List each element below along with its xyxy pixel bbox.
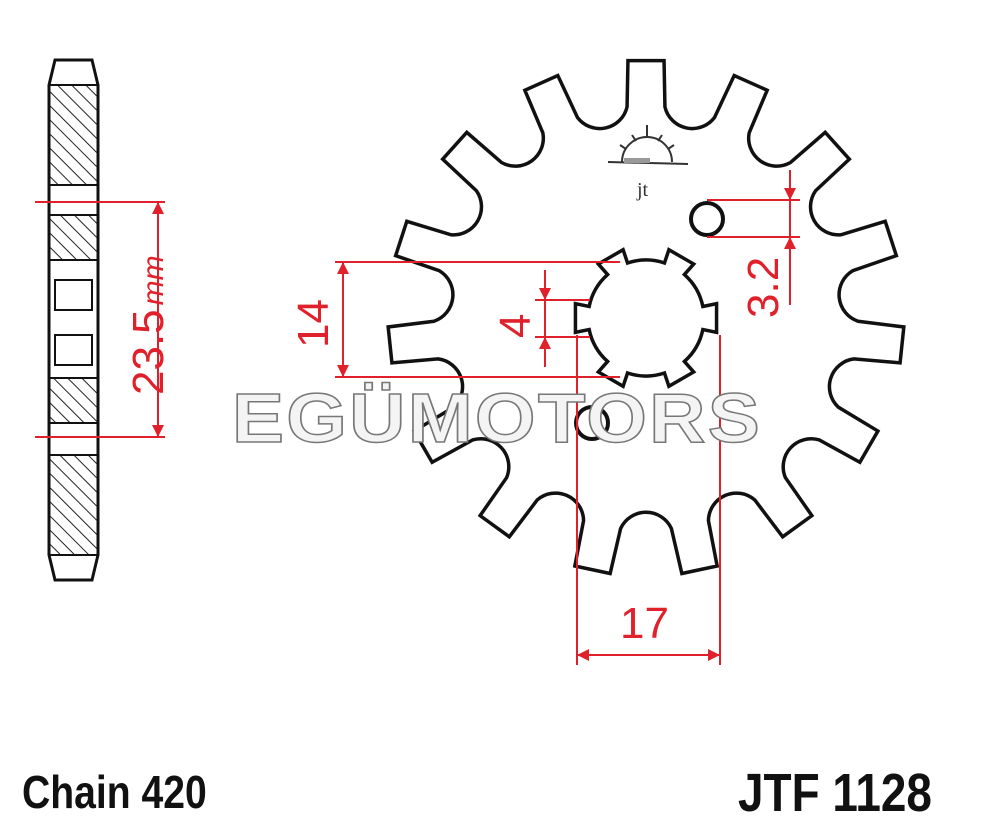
dim-spline-outer-label: 14 bbox=[289, 299, 338, 348]
spline-bore bbox=[573, 247, 719, 389]
dim-width-label: 17 bbox=[620, 599, 669, 648]
jt-logo: jt bbox=[607, 125, 689, 201]
dim-spline-inner-label: 4 bbox=[491, 314, 540, 338]
watermark: EGÜMOTORS bbox=[232, 379, 762, 457]
dim-pcd-label: 23.5mm bbox=[124, 255, 173, 395]
dimension-lines bbox=[35, 170, 800, 665]
dim-hole-label: 3.2 bbox=[739, 257, 788, 318]
bolt-hole-right bbox=[689, 201, 725, 237]
side-profile bbox=[47, 58, 100, 582]
part-number: JTF 1128 bbox=[738, 763, 932, 823]
chain-label: Chain 420 bbox=[22, 766, 207, 818]
logo-text: jt bbox=[636, 179, 649, 201]
